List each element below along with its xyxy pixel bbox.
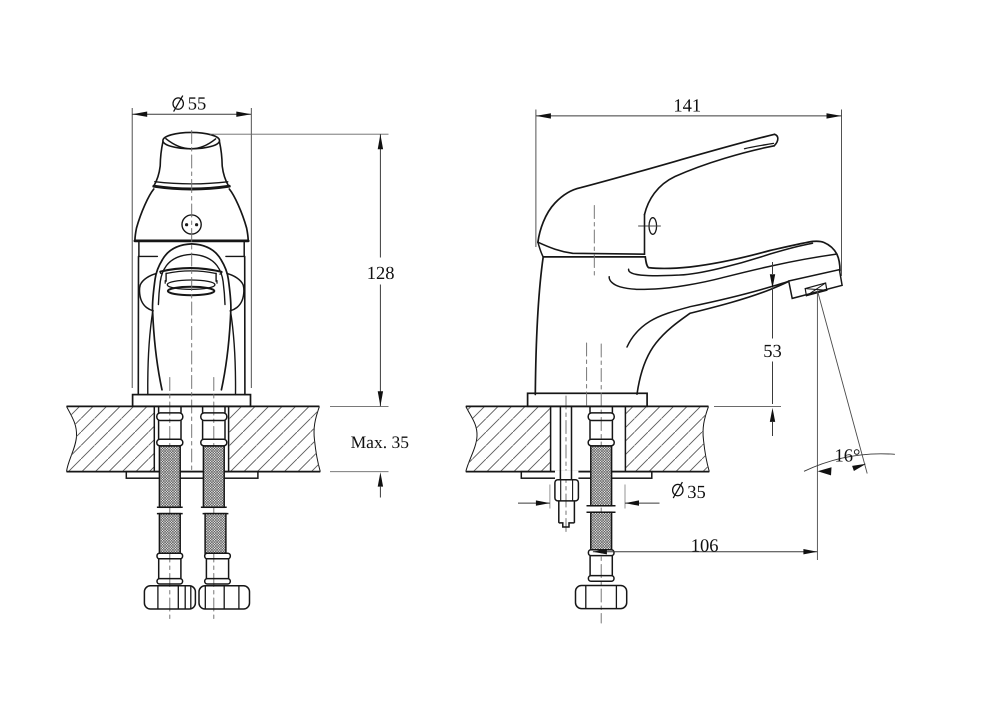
svg-text:Max. 35: Max. 35 [351, 432, 410, 452]
svg-text:16°: 16° [835, 447, 861, 467]
svg-text:141: 141 [673, 97, 701, 117]
svg-text:128: 128 [367, 264, 395, 284]
svg-text:35: 35 [687, 483, 706, 503]
svg-text:53: 53 [763, 342, 782, 362]
svg-text:55: 55 [188, 95, 207, 115]
svg-text:106: 106 [691, 536, 719, 556]
